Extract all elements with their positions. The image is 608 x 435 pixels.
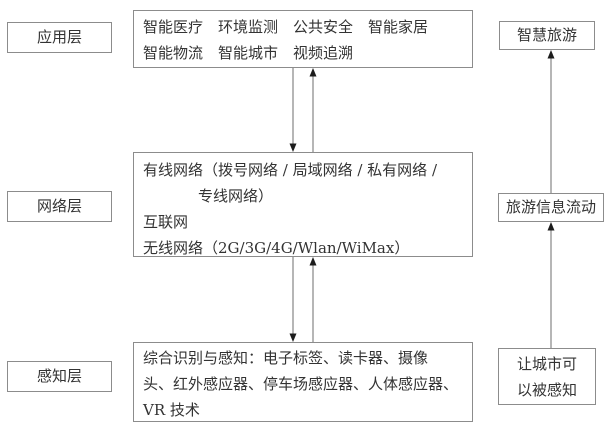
city-sensed-box: 让城市可 以被感知 [498,348,596,405]
network-box-line-4: 无线网络（2G/3G/4G/Wlan/WiMax） [143,239,410,257]
arrow-info-flow-to-smart-tourism-up [547,50,555,193]
city-sensed-line-2: 以被感知 [516,381,577,399]
network-box-line-1: 有线网络（拨号网络 / 局域网络 / 私有网络 / [143,161,438,179]
application-box-line-1: 智能医疗 环境监测 公共安全 智能家居 [143,18,429,36]
smart-tourism-box: 智慧旅游 [499,21,595,50]
arrow-application-to-network-down [289,68,297,152]
application-box: 智能医疗 环境监测 公共安全 智能家居 智能物流 智能城市 视频追溯 [133,10,473,68]
network-box-line-3: 互联网 [143,213,189,231]
arrow-perception-to-network-up [309,257,317,342]
arrow-city-sensed-to-info-flow-up [547,222,555,348]
perception-box: 综合识别与感知：电子标签、读卡器、摄像 头、红外感应器、停车场感应器、人体感应器… [133,342,473,422]
application-box-line-2: 智能物流 智能城市 视频追溯 [143,44,354,62]
perception-layer-label: 感知层 [7,361,112,392]
perception-box-line-2: 头、红外感应器、停车场感应器、人体感应器、 [143,375,459,393]
network-box-line-2: 专线网络） [198,187,274,205]
arrow-network-to-perception-down [289,257,297,342]
city-sensed-line-1: 让城市可 [516,355,577,373]
arrow-network-to-application-up [309,68,317,152]
network-layer-label: 网络层 [7,191,112,222]
perception-box-line-3: VR 技术 [143,401,200,419]
application-layer-label: 应用层 [7,22,112,53]
network-box: 有线网络（拨号网络 / 局域网络 / 私有网络 / 专线网络） 互联网 无线网络… [133,152,473,257]
perception-box-line-1: 综合识别与感知：电子标签、读卡器、摄像 [143,349,429,367]
tourism-info-flow-box: 旅游信息流动 [498,193,604,222]
